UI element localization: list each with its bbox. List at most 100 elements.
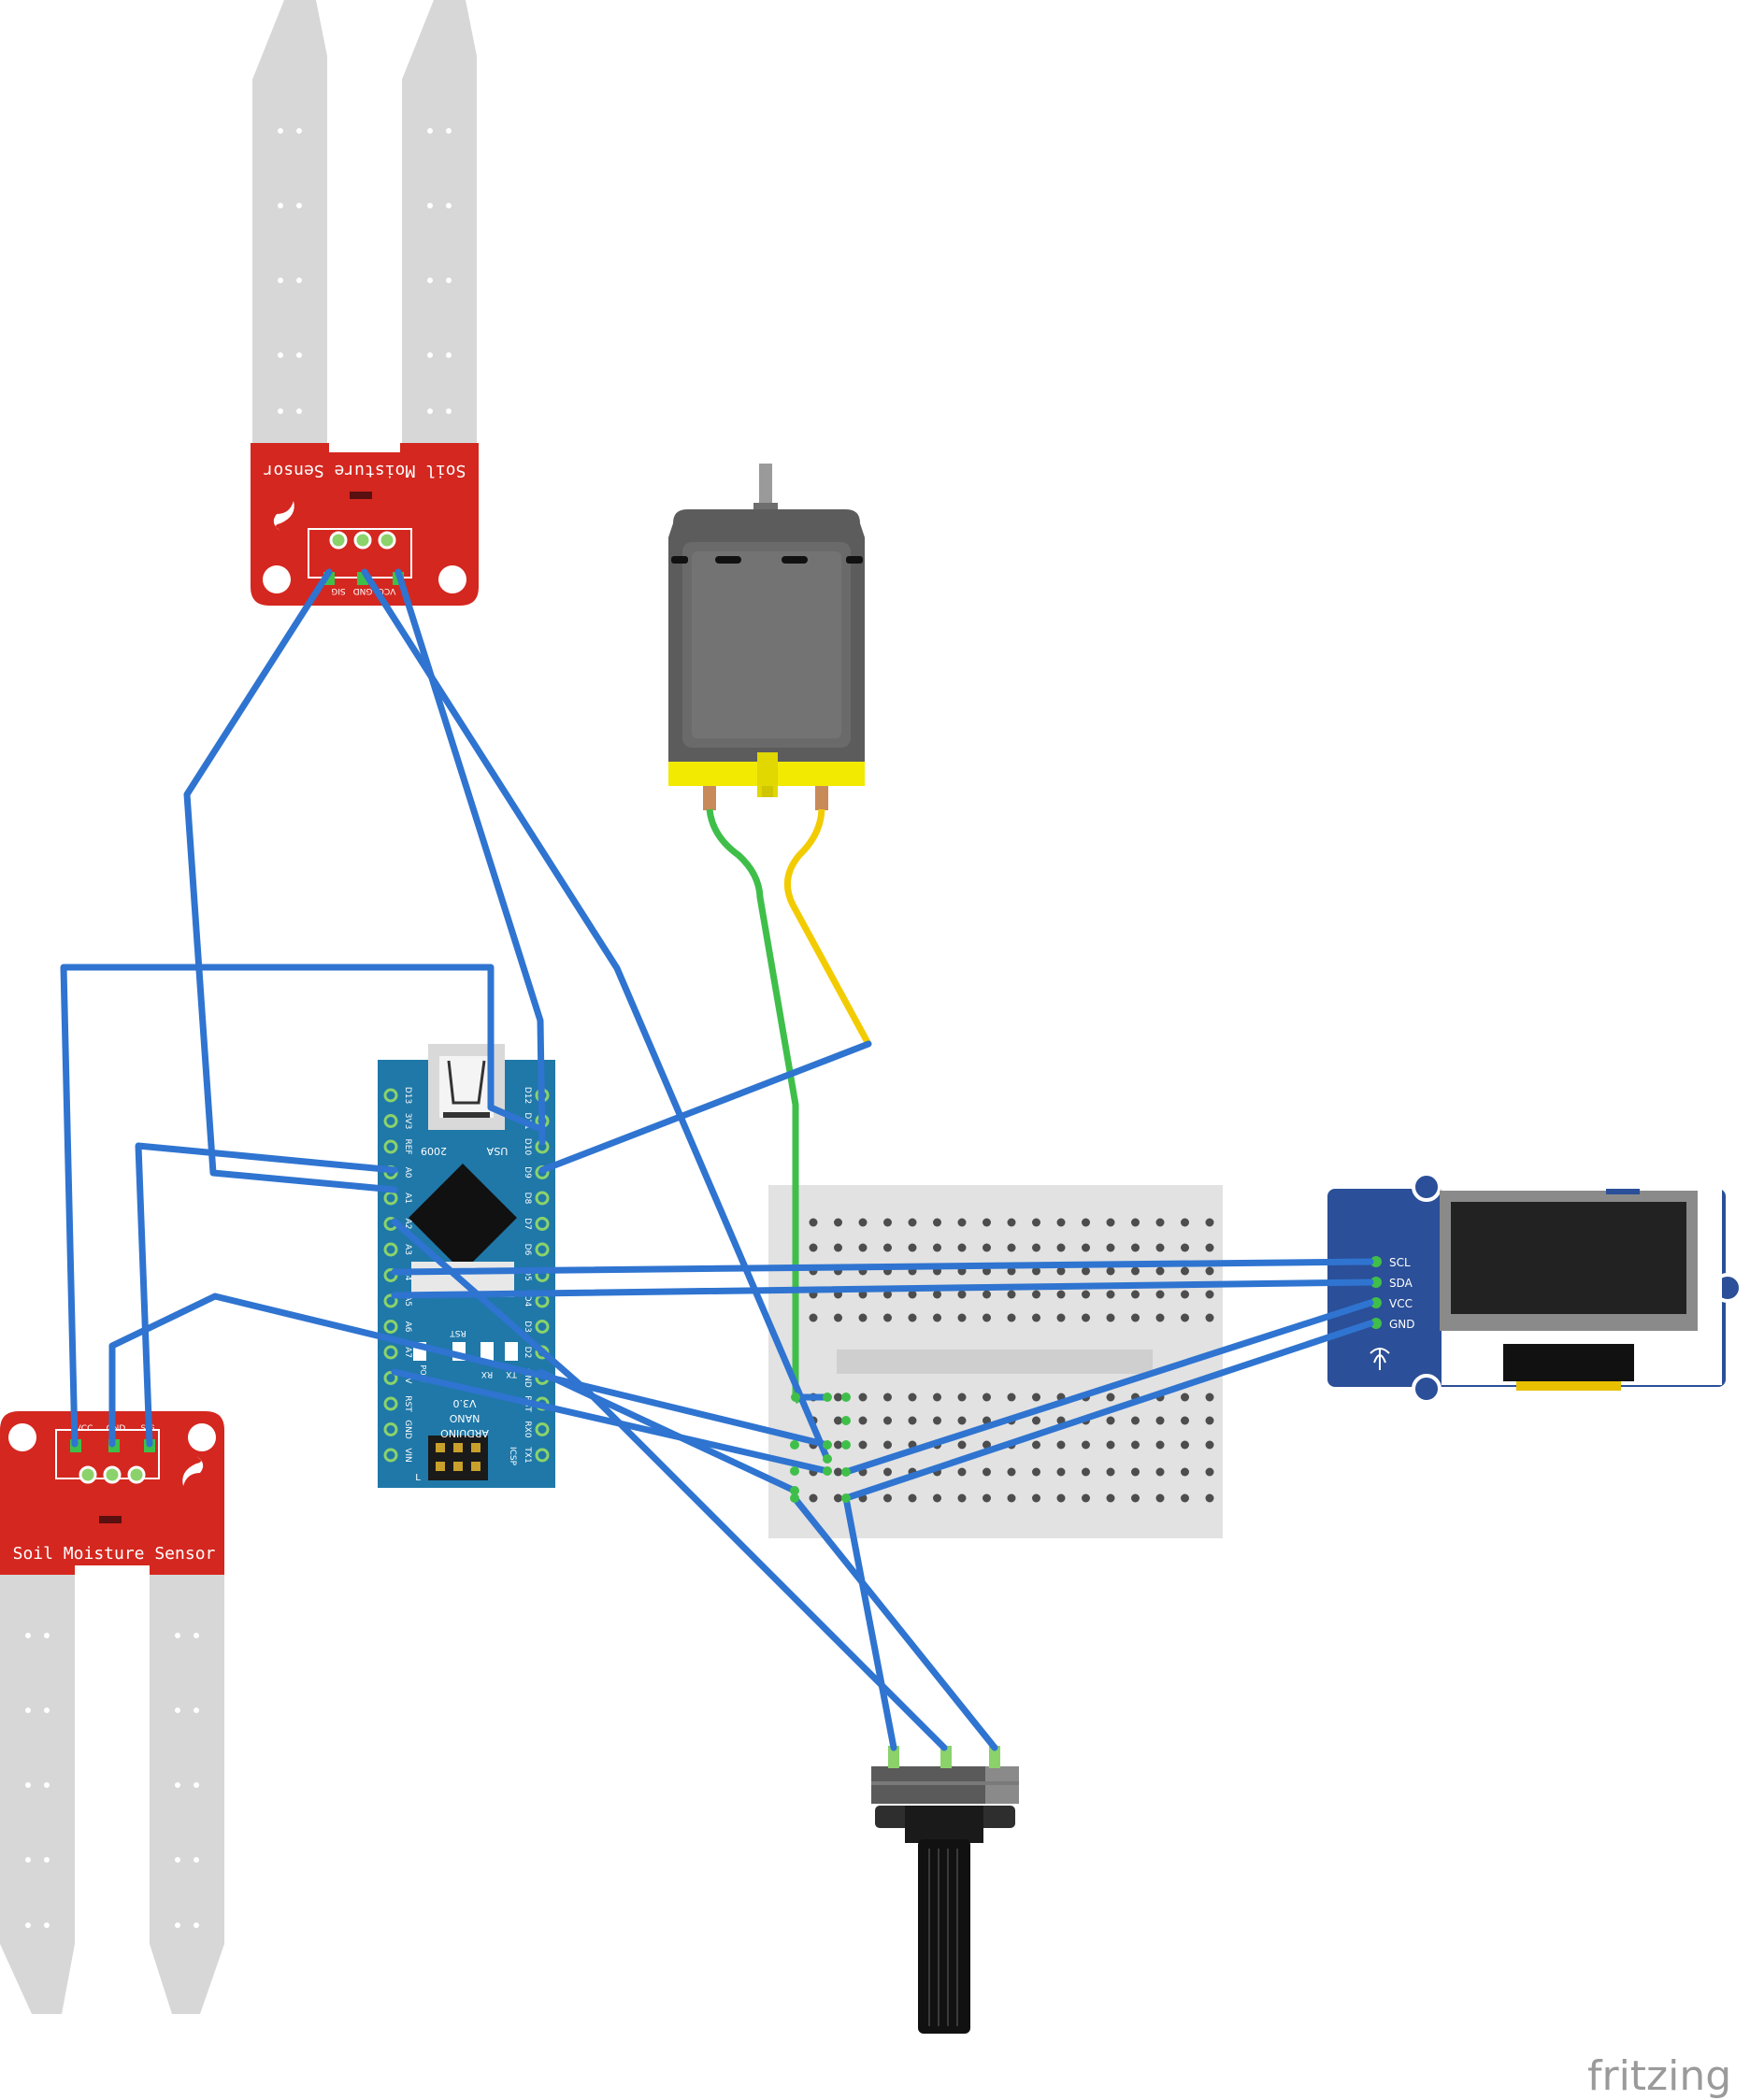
breadboard-hole (1181, 1243, 1189, 1252)
breadboard-hole (1205, 1266, 1214, 1276)
breadboard-hole (983, 1440, 991, 1450)
breadboard-hole (1131, 1416, 1140, 1425)
breadboard-hole (1032, 1393, 1040, 1402)
wire-top-vcc-to-d10 (394, 568, 546, 1146)
breadboard-hole (1106, 1243, 1115, 1252)
nano-pwr-label: POW (419, 1364, 427, 1382)
oled-ribbon (1503, 1344, 1634, 1381)
breadboard-hole (858, 1440, 868, 1450)
breadboard-hole (1082, 1218, 1090, 1227)
breadboard-hole (1181, 1467, 1189, 1477)
breadboard-hole (908, 1290, 917, 1299)
nano-right-pin-label: GND (523, 1368, 532, 1388)
oled-display: SCL SDA VCC GND (1327, 1172, 1743, 1404)
nano-right-pin-label: D7 (523, 1218, 532, 1230)
breadboard-hole (1032, 1440, 1040, 1450)
nano-right-pin-label: D12 (523, 1087, 532, 1104)
breadboard-hole (858, 1218, 868, 1227)
breadboard-hole (1056, 1243, 1066, 1252)
nano-left-pin-a6 (383, 1320, 398, 1334)
breadboard-hole (858, 1243, 868, 1252)
breadboard-hole (957, 1440, 967, 1450)
oled-screen (1451, 1202, 1686, 1314)
breadboard-hole (858, 1416, 868, 1425)
breadboard-hole (957, 1467, 967, 1477)
breadboard-hole (1155, 1493, 1165, 1503)
breadboard-hole (1007, 1218, 1016, 1227)
breadboard-hole (1106, 1467, 1115, 1477)
nano-left-pin-label: REF (403, 1138, 412, 1154)
breadboard-hole (1056, 1290, 1066, 1299)
nano-right-pin-label: D2 (523, 1347, 532, 1359)
breadboard-hole (1205, 1218, 1214, 1227)
breadboard-hole (933, 1290, 941, 1299)
nano-board-line-3: V3.0 (452, 1397, 476, 1409)
nano-usb-label: USA (486, 1145, 508, 1157)
breadboard-hole (1155, 1290, 1165, 1299)
breadboard-hole (834, 1416, 842, 1425)
breadboard-hole (1155, 1243, 1165, 1252)
breadboard-hole (1131, 1266, 1140, 1276)
breadboard-hole (983, 1290, 991, 1299)
breadboard-hole (957, 1243, 967, 1252)
sensor-top-pins (329, 531, 396, 550)
sensor-bottom-pin-gnd: GND (107, 1424, 126, 1434)
motor-shaft (759, 464, 772, 508)
breadboard-hole (1082, 1313, 1090, 1322)
nano-left-pin-label: RST (403, 1395, 412, 1412)
fritzing-watermark: fritzing (1587, 2052, 1731, 2100)
breadboard-hole (1032, 1243, 1040, 1252)
wire-bottom-sig-to-a0 (135, 1142, 398, 1448)
nano-right-pin-label: D5 (523, 1269, 532, 1281)
nano-left-pin-label: A1 (403, 1193, 412, 1204)
breadboard-hole (883, 1290, 892, 1299)
wire-breadboard-to-pot-right (842, 1494, 897, 1751)
nano-right-pin-d4 (535, 1293, 550, 1308)
breadboard-hole (1082, 1467, 1090, 1477)
breadboard-hole (933, 1218, 941, 1227)
wire-bottom-vcc-to-nano (60, 964, 544, 1448)
breadboard-hole (1032, 1467, 1040, 1477)
breadboard-hole (983, 1313, 991, 1322)
nano-led-label: L (415, 1473, 421, 1483)
breadboard-hole (834, 1393, 842, 1402)
oled-pin-vcc: VCC (1389, 1297, 1413, 1310)
breadboard-hole (1106, 1416, 1115, 1425)
breadboard-holes (809, 1218, 1214, 1503)
nano-left-pin-label: A0 (403, 1167, 412, 1179)
breadboard-hole (1131, 1243, 1140, 1252)
breadboard-hole (1181, 1266, 1189, 1276)
breadboard-hole (908, 1416, 917, 1425)
breadboard-hole (1155, 1416, 1165, 1425)
breadboard-hole (1205, 1290, 1214, 1299)
breadboard-hole (1056, 1313, 1066, 1322)
nano-left-pin-3v3 (383, 1114, 398, 1128)
breadboard-hole (1106, 1440, 1115, 1450)
nano-right-pin-d7 (535, 1217, 550, 1231)
breadboard-hole (933, 1416, 941, 1425)
nano-rx-label: RX (481, 1369, 493, 1379)
breadboard-hole (809, 1218, 818, 1227)
breadboard-hole (1181, 1393, 1189, 1402)
breadboard-hole (1032, 1416, 1040, 1425)
nano-left-pin-a1 (383, 1191, 398, 1206)
breadboard-hole (1007, 1467, 1016, 1477)
oled-pins (1370, 1256, 1382, 1329)
sensor-top-probes (252, 0, 477, 458)
breadboard-hole (858, 1313, 868, 1322)
breadboard-hole (1032, 1290, 1040, 1299)
nano-board-line-1: ARDUINO (440, 1427, 489, 1439)
breadboard-hole (957, 1416, 967, 1425)
breadboard-hole (1032, 1266, 1040, 1276)
breadboard-hole (1155, 1266, 1165, 1276)
breadboard-hole (1032, 1313, 1040, 1322)
breadboard-hole (957, 1290, 967, 1299)
nano-right-pin-d6 (535, 1242, 550, 1257)
breadboard-hole (1082, 1493, 1090, 1503)
breadboard-hole (1205, 1313, 1214, 1322)
breadboard-hole (883, 1493, 892, 1503)
breadboard-hole (1131, 1290, 1140, 1299)
breadboard-hole (1082, 1243, 1090, 1252)
breadboard-hole (1056, 1493, 1066, 1503)
